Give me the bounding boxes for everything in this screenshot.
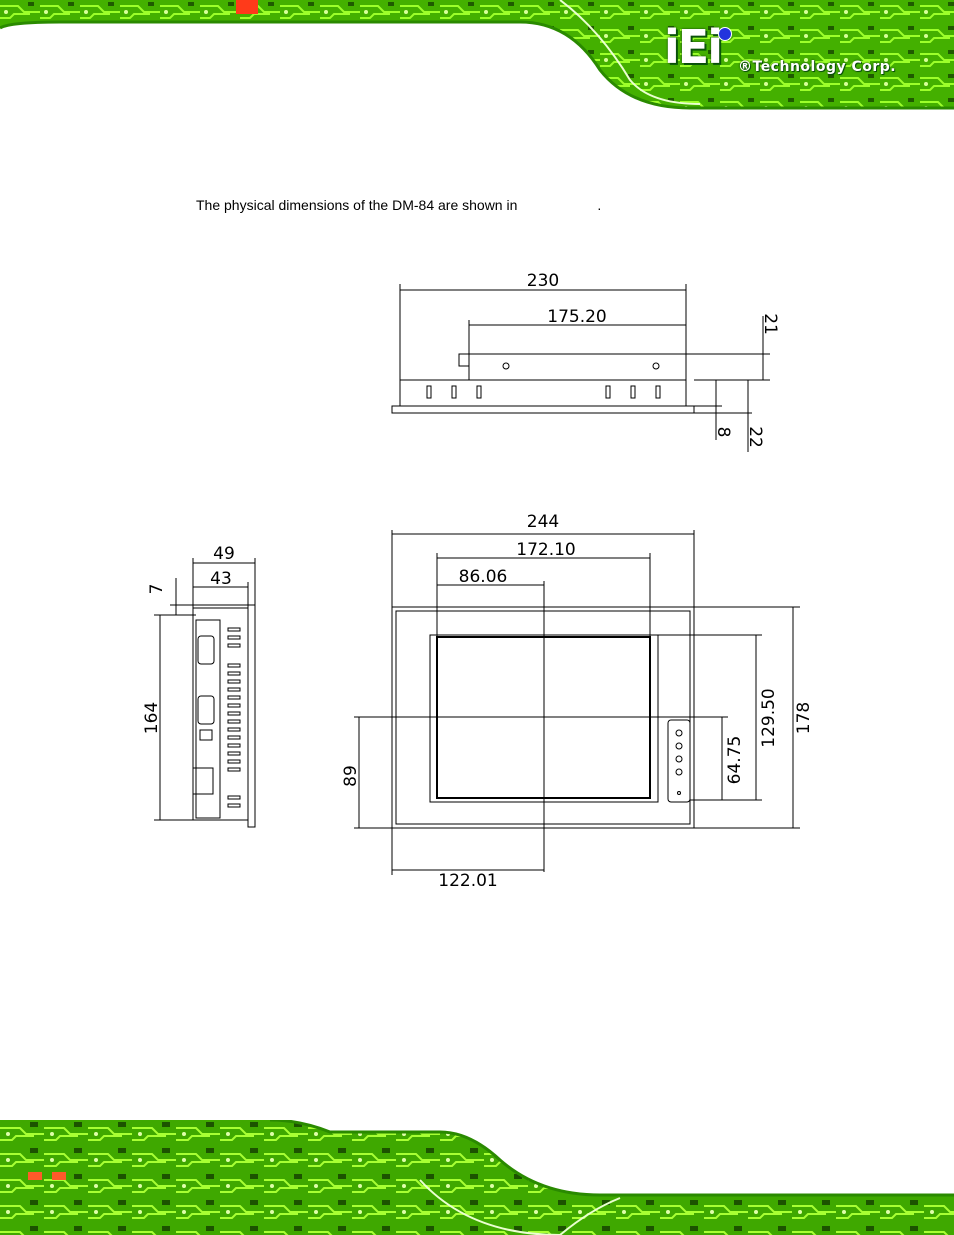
- side-view-dim-height: 164: [142, 702, 162, 734]
- osd-button-icon: [675, 742, 683, 750]
- top-view-screw-icon: [502, 362, 510, 370]
- side-view-vent-slots: [227, 627, 241, 808]
- company-logo: iEi ®Technology Corp.: [664, 24, 934, 84]
- front-view-dim-center-x: 122.01: [438, 871, 497, 891]
- side-view-dim-body-depth: 43: [210, 569, 232, 589]
- logo-mark: iEi: [664, 20, 723, 74]
- top-view-vent: [605, 385, 611, 399]
- top-view-frame: [399, 379, 687, 407]
- top-view: 230 175.20 21 8 22: [391, 271, 780, 452]
- logo-dot-icon: [718, 27, 732, 41]
- intro-paragraph: The physical dimensions of the DM-84 are…: [196, 197, 601, 213]
- osd-button-icon: [675, 768, 683, 776]
- osd-button-icon: [675, 755, 683, 763]
- side-view-bezel: [247, 604, 256, 828]
- side-view-power-jack: [199, 729, 213, 741]
- top-view-vent: [655, 385, 661, 399]
- front-view-dim-width: 244: [527, 512, 559, 532]
- top-view-dim-height: 21: [760, 313, 780, 335]
- top-view-connector: [458, 353, 470, 367]
- page-header: iEi ®Technology Corp.: [0, 0, 954, 112]
- front-view-dim-center-y: 89: [341, 765, 361, 787]
- side-view-io-panel: [195, 619, 221, 819]
- top-view-bezel: [391, 405, 695, 414]
- osd-button-icon: [675, 729, 683, 737]
- logo-text: ®Technology Corp.: [738, 59, 897, 75]
- side-view: 49 43 7 164: [142, 544, 256, 828]
- side-view-dim-depth: 49: [213, 544, 235, 564]
- front-view-osd-keypad: [667, 719, 691, 803]
- page-footer: [0, 1120, 954, 1235]
- power-led-icon: [677, 791, 681, 795]
- front-view: 244 172.10 86.06 122.01 178 129.50 64.75…: [341, 512, 814, 891]
- front-view-dim-screen-half-height: 64.75: [725, 736, 745, 785]
- front-view-dim-screen-width: 172.10: [516, 540, 575, 560]
- top-view-screw-icon: [652, 362, 660, 370]
- top-view-dim-depth: 175.20: [547, 307, 606, 327]
- circuit-board-header-image: [0, 0, 954, 112]
- intro-text: The physical dimensions of the DM-84 are…: [196, 197, 518, 213]
- top-view-dim-bezel: 8: [713, 427, 733, 438]
- circuit-board-footer-image: [0, 1120, 954, 1235]
- side-view-dim-offset: 7: [147, 584, 167, 595]
- front-view-dim-height: 178: [794, 702, 814, 734]
- top-view-vent: [476, 385, 482, 399]
- side-view-serial-port: [197, 635, 215, 665]
- side-view-terminal-block: [192, 767, 214, 795]
- front-view-dim-screen-height: 129.50: [759, 688, 779, 747]
- top-view-dim-width: 230: [527, 271, 559, 291]
- side-view-vga-port: [197, 695, 215, 725]
- top-view-vent: [426, 385, 432, 399]
- top-view-dim-total-height: 22: [745, 426, 765, 448]
- top-view-vent: [630, 385, 636, 399]
- top-view-vent: [451, 385, 457, 399]
- intro-period: .: [597, 197, 602, 213]
- front-view-dim-screen-half: 86.06: [459, 567, 508, 587]
